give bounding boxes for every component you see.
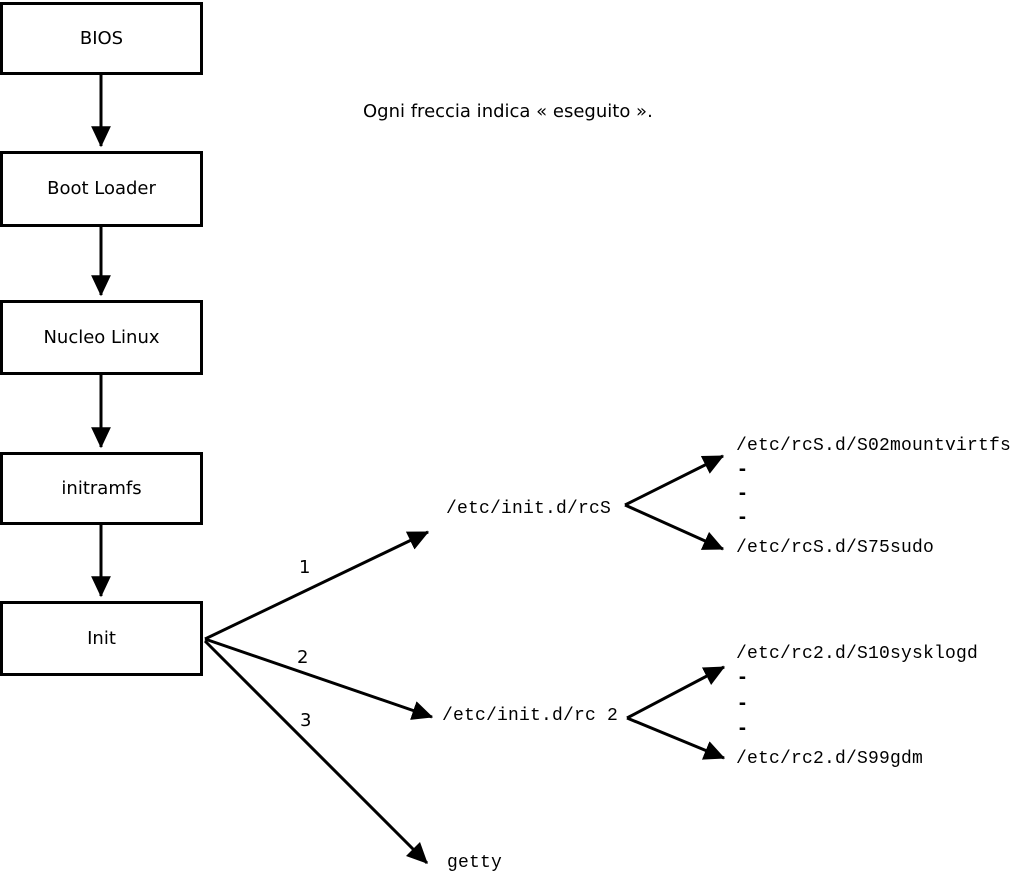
diagram-caption: Ogni freccia indica « eseguito ». bbox=[363, 101, 653, 122]
path-init-d-rcs: /etc/init.d/rcS bbox=[446, 499, 612, 519]
box-boot-loader-label: Boot Loader bbox=[47, 178, 156, 199]
path-rcs-first-script: /etc/rcS.d/S02mountvirtfs bbox=[736, 436, 1012, 456]
box-bios: BIOS bbox=[0, 2, 203, 75]
arrow-rcs-to-last-script bbox=[624, 503, 725, 551]
path-rc2-first-script: /etc/rc2.d/S10sysklogd bbox=[736, 644, 979, 664]
arrow-init-to-rcs bbox=[204, 530, 430, 641]
box-linux-kernel-label: Nucleo Linux bbox=[43, 326, 160, 348]
path-getty: getty bbox=[447, 853, 503, 873]
box-linux-kernel: Nucleo Linux bbox=[0, 300, 203, 375]
arrow-rc2-to-first-script bbox=[626, 665, 726, 720]
box-boot-loader: Boot Loader bbox=[0, 151, 203, 227]
ellipsis-dash: - bbox=[737, 667, 748, 688]
branch-number-2: 2 bbox=[297, 647, 309, 668]
arrow-init-to-getty bbox=[203, 639, 429, 865]
box-initramfs-label: initramfs bbox=[61, 477, 142, 499]
box-bios-label: BIOS bbox=[79, 27, 124, 49]
ellipsis-dash: - bbox=[737, 483, 748, 504]
path-rc2-last-script: /etc/rc2.d/S99gdm bbox=[736, 749, 924, 769]
box-init: Init bbox=[0, 601, 203, 676]
path-init-d-rc2: /etc/init.d/rc 2 bbox=[442, 706, 619, 726]
box-init-label: Init bbox=[87, 627, 116, 649]
ellipsis-dash: - bbox=[737, 693, 748, 714]
branch-number-1: 1 bbox=[299, 557, 311, 578]
arrow-rcs-to-first-script bbox=[624, 454, 725, 507]
branch-number-3: 3 bbox=[300, 710, 312, 731]
ellipsis-dash: - bbox=[737, 718, 748, 739]
arrow-init-to-rc2 bbox=[204, 637, 434, 720]
ellipsis-dash: - bbox=[737, 507, 748, 528]
box-initramfs: initramfs bbox=[0, 452, 203, 525]
ellipsis-dash: - bbox=[737, 459, 748, 480]
path-rcs-last-script: /etc/rcS.d/S75sudo bbox=[736, 538, 935, 558]
arrow-rc2-to-last-script bbox=[626, 716, 726, 760]
